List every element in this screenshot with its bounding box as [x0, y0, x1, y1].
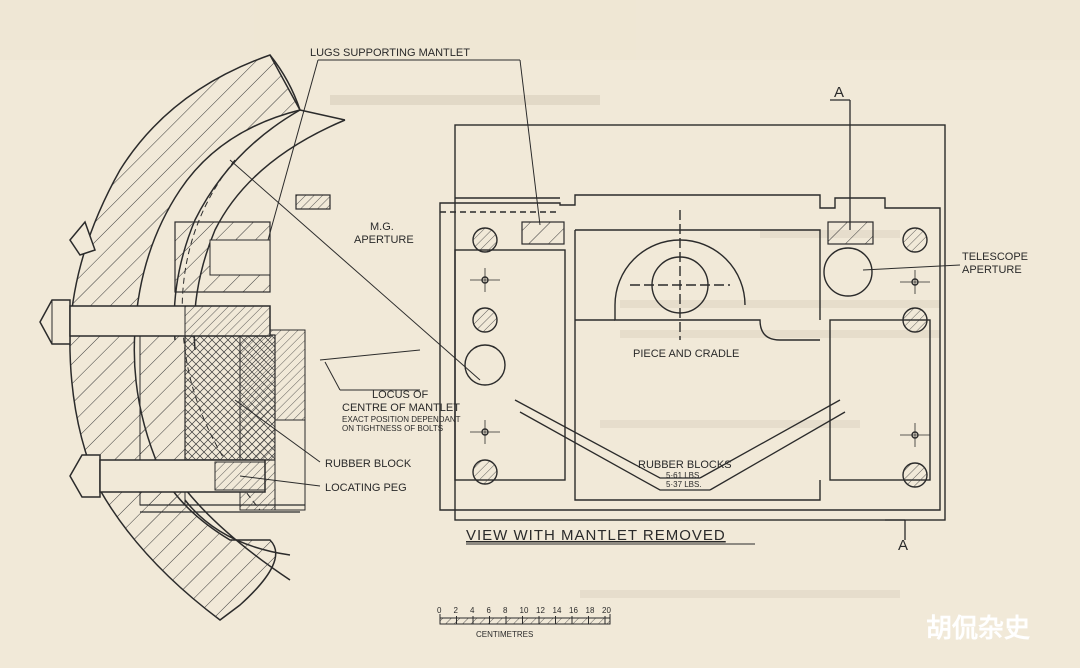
- scale-tick-label: 6: [487, 606, 492, 615]
- section-marker-a-bottom: A: [898, 537, 908, 554]
- view-title: VIEW WITH MANTLET REMOVED: [466, 527, 726, 544]
- bolt-holes-right: [823, 227, 928, 488]
- label-piece-and-cradle: PIECE AND CRADLE: [633, 348, 739, 360]
- mantlet-cross-section: [39, 54, 346, 621]
- scale-tick-label: 8: [503, 606, 508, 615]
- bolt-holes-left: [464, 227, 506, 485]
- label-locus-of: LOCUS OF: [372, 389, 429, 401]
- scale-tick-labels: 0 2 4 6 8 10 12 14 16 18 20: [437, 606, 611, 624]
- label-locating-peg: LOCATING PEG: [325, 482, 407, 494]
- label-weight-1: 5·61 LBS.: [666, 471, 702, 480]
- scale-bar: [439, 614, 611, 625]
- label-centre-of-mantlet: CENTRE OF MANTLET: [342, 402, 460, 414]
- scale-tick-label: 18: [586, 606, 595, 615]
- scale-tick-label: 4: [470, 606, 475, 615]
- section-line-a: [830, 99, 906, 540]
- label-weight-2: 5·37 LBS.: [666, 480, 702, 489]
- scale-tick-label: 14: [553, 606, 562, 615]
- label-mg: M.G.: [370, 221, 394, 233]
- label-rubber-block: RUBBER BLOCK: [325, 458, 412, 470]
- label-exact-position: EXACT POSITION DEPENDANT: [342, 415, 461, 424]
- lug-small: [295, 194, 331, 210]
- label-tightness-of-bolts: ON TIGHTNESS OF BOLTS: [342, 424, 443, 433]
- section-marker-a-top: A: [834, 84, 844, 101]
- scale-tick-label: 16: [569, 606, 578, 615]
- label-telescope: TELESCOPE: [962, 251, 1028, 263]
- label-lugs-supporting-mantlet: LUGS SUPPORTING MANTLET: [310, 47, 470, 59]
- scale-tick-label: 12: [536, 606, 545, 615]
- leader-lines-right: [862, 264, 961, 271]
- label-mg-aperture: APERTURE: [354, 234, 414, 246]
- background-bleed-text: [330, 95, 940, 598]
- scale-tick-label: 10: [520, 606, 529, 615]
- scale-tick-label: 0: [437, 606, 442, 615]
- label-rubber-blocks: RUBBER BLOCKS: [638, 459, 732, 471]
- scale-tick-label: 2: [454, 606, 459, 615]
- lug-left: [521, 221, 565, 245]
- upper-bolt: [39, 299, 271, 345]
- leader-lines-left: [229, 59, 541, 487]
- watermark: 胡侃杂史: [926, 614, 1031, 644]
- hole-centerlines: [470, 268, 930, 447]
- scale-unit: CENTIMETRES: [476, 630, 533, 639]
- scale-tick-label: 20: [602, 606, 611, 615]
- lower-bolt: [69, 454, 266, 498]
- front-view: [439, 124, 946, 521]
- label-telescope-aperture: APERTURE: [962, 264, 1022, 276]
- trunnion-circle: [630, 210, 730, 340]
- rubber-block-lines: [514, 399, 846, 491]
